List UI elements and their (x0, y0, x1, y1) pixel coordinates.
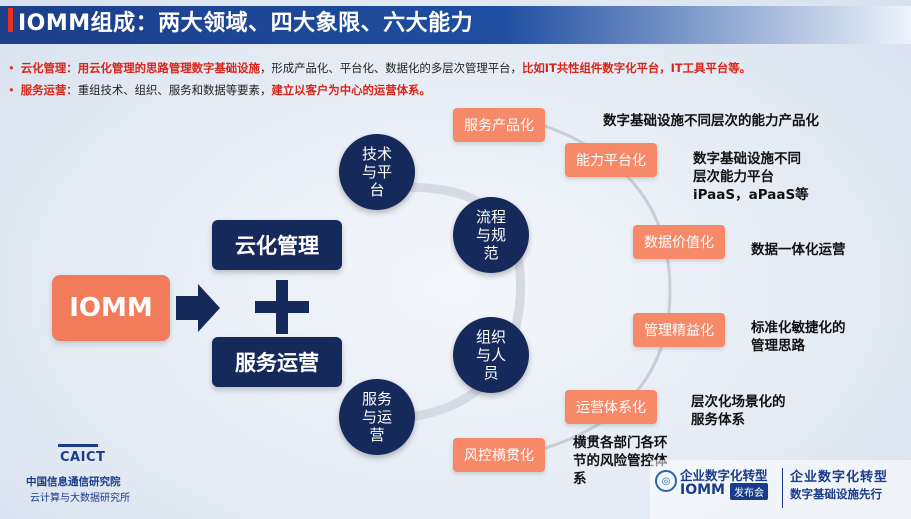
org-dept: 云计算与大数据研究所 (30, 493, 130, 504)
iomm-core-box: IOMM (52, 275, 170, 341)
quadrant-org-label: 组织与人员 (475, 328, 506, 382)
bullet-service-text: 重组技术、组织、服务和数据等要素， (77, 83, 272, 97)
bullet-dot: • (8, 61, 15, 75)
capability-tag-data-value: 数据价值化 (633, 225, 725, 259)
bullet-cloud-label: 云化管理： (20, 61, 78, 75)
capability-tag-platform: 能力平台化 (565, 143, 657, 177)
bullet-cloud-emphasis: 用云化管理的思路管理数字基础设施 (77, 61, 260, 75)
plus-icon-vertical (276, 280, 288, 334)
quadrant-tech-label: 技术与平台 (361, 145, 392, 199)
arrow-right-icon (176, 284, 220, 332)
quadrant-org-circle: 组织与人员 (453, 317, 529, 393)
slogan-line2: 数字基础设施先行 (790, 487, 882, 501)
bullet-cloud-text: ，形成产品化、平台化、数据化的多层次管理平台， (259, 61, 522, 75)
capability-tag-operations: 运营体系化 (565, 390, 657, 424)
title-accent-bar (8, 8, 13, 32)
domain-cloud-box: 云化管理 (212, 220, 342, 270)
caict-logo-mark (58, 444, 98, 447)
slogan-line1: 企业数字化转型 (790, 470, 889, 485)
bullet-service-tail: 建立以客户为中心的运营体系。 (271, 83, 431, 97)
event-logo-icon: ◎ (655, 470, 677, 492)
event-title: 企业数字化转型 (680, 468, 768, 483)
capability-tag-lean-mgmt: 管理精益化 (633, 313, 725, 347)
capability-tag-productization: 服务产品化 (453, 108, 545, 142)
bullet-cloud: • 云化管理：用云化管理的思路管理数字基础设施，形成产品化、平台化、数据化的多层次… (8, 60, 751, 76)
event-badge: 发布会 (730, 483, 768, 500)
bullet-service-label: 服务运营： (20, 83, 78, 97)
quadrant-process-circle: 流程与规范 (453, 197, 529, 273)
org-name: 中国信息通信研究院 (26, 476, 121, 488)
capability-desc-lean-mgmt: 标准化敏捷化的管理思路 (751, 320, 846, 354)
quadrant-service-label: 服务与运营 (361, 390, 392, 444)
quadrant-tech-circle: 技术与平台 (339, 134, 415, 210)
capability-desc-operations: 层次化场景化的服务体系 (691, 394, 786, 428)
event-banner (650, 460, 911, 519)
title-bar (0, 6, 911, 44)
bullet-cloud-tail: 比如IT共性组件数字化平台，IT工具平台等。 (521, 61, 752, 75)
capability-desc-productization: 数字基础设施不同层次的能力产品化 (603, 113, 819, 129)
capability-desc-risk: 横贯各部门各环节的风险管控体系 (573, 435, 668, 487)
caict-logo: CAICT (60, 450, 106, 465)
domain-service-box: 服务运营 (212, 337, 342, 387)
event-subtitle: IOMM (680, 482, 725, 498)
bullet-service: • 服务运营：重组技术、组织、服务和数据等要素，建立以客户为中心的运营体系。 (8, 82, 431, 98)
quadrant-service-circle: 服务与运营 (339, 379, 415, 455)
bullet-dot: • (8, 83, 15, 97)
page-title: IOMM组成：两大领域、四大象限、六大能力 (18, 11, 474, 36)
capability-desc-platform: 数字基础设施不同层次能力平台iPaaS，aPaaS等 (693, 151, 809, 203)
inner-arc (369, 182, 526, 425)
capability-desc-data-value: 数据一体化运营 (751, 242, 846, 258)
capability-tag-risk: 风控横贯化 (453, 438, 545, 472)
event-divider (782, 468, 783, 508)
quadrant-process-label: 流程与规范 (475, 208, 506, 262)
